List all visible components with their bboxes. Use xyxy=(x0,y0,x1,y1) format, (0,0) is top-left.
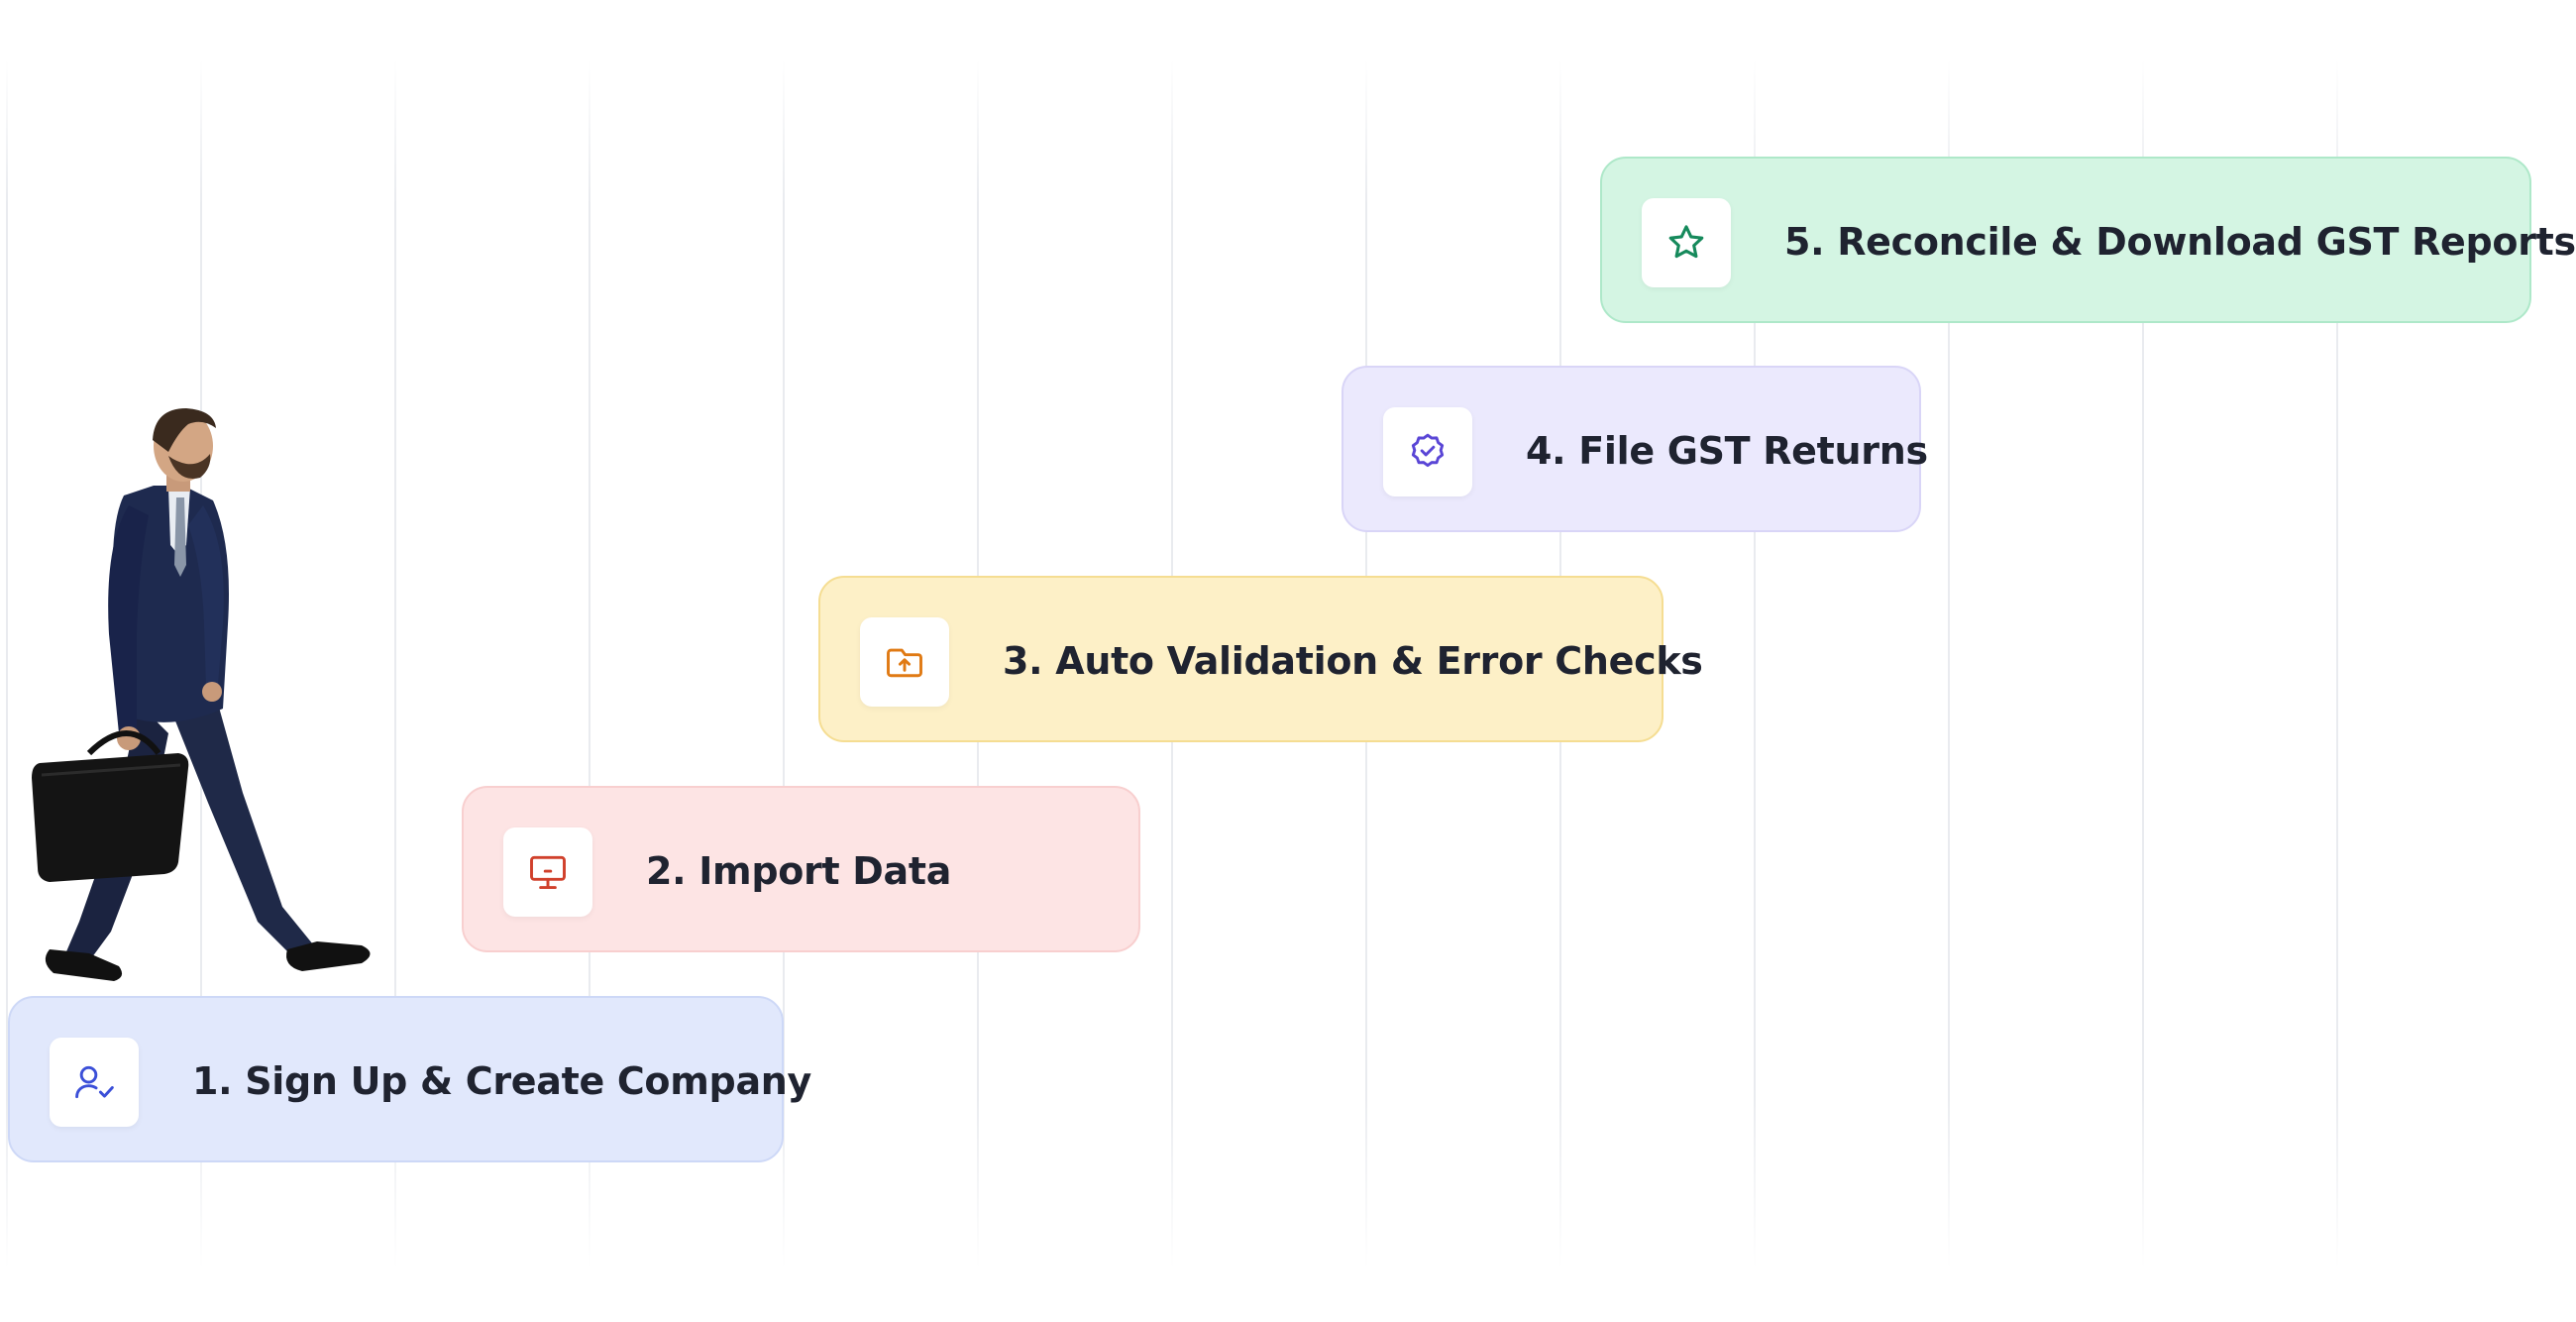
grid-line xyxy=(1948,59,1950,1268)
folder-upload-icon xyxy=(860,617,949,707)
grid-line xyxy=(589,59,590,1268)
step-1-label: 1. Sign Up & Create Company xyxy=(192,1059,812,1103)
step-5-label: 5. Reconcile & Download GST Reports xyxy=(1784,220,2576,264)
step-4-label: 4. File GST Returns xyxy=(1526,429,1928,473)
step-2-label: 2. Import Data xyxy=(646,849,952,893)
badge-check-icon xyxy=(1383,407,1472,496)
monitor-icon xyxy=(503,827,592,917)
step-5-card: 5. Reconcile & Download GST Reports xyxy=(1600,157,2576,323)
step-2-card: 2. Import Data xyxy=(462,786,1140,952)
step-3-label: 3. Auto Validation & Error Checks xyxy=(1003,639,1703,683)
grid-line xyxy=(783,59,785,1268)
step-3-card: 3. Auto Validation & Error Checks xyxy=(818,576,1703,742)
grid-line xyxy=(2142,59,2144,1268)
user-check-icon xyxy=(50,1038,139,1127)
walking-businessman-illustration xyxy=(32,408,371,981)
step-4-card: 4. File GST Returns xyxy=(1342,366,1928,532)
step-1-card: 1. Sign Up & Create Company xyxy=(8,996,811,1162)
grid-line xyxy=(2336,59,2338,1268)
star-icon xyxy=(1642,198,1731,287)
grid-line xyxy=(394,59,396,1268)
grid-line xyxy=(6,59,8,1268)
grid-line xyxy=(1754,59,1756,1268)
